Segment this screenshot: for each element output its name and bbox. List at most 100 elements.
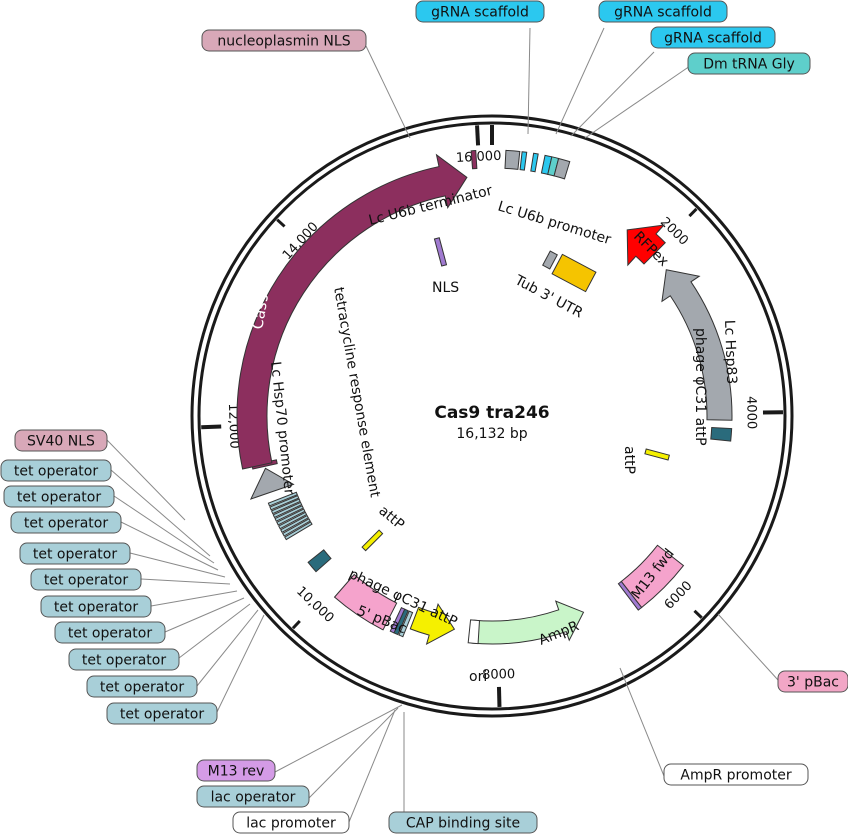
attp-right-box	[710, 426, 733, 442]
callout-ampr-promoter-21: AmpR promoter	[663, 763, 809, 786]
leader-dm-trna-gly-4	[584, 65, 691, 139]
callout-label: tet operator	[33, 547, 117, 563]
callout-tet-operator-8: tet operator	[3, 485, 115, 508]
callout-box	[54, 621, 166, 644]
callout-box	[415, 0, 545, 23]
callout-m13-rev-17: M13 rev	[196, 759, 276, 782]
tet-operator-box-8	[270, 498, 301, 515]
leader-tet-operator-15	[196, 609, 259, 687]
ampr-promoter-box	[467, 619, 481, 645]
callout-box	[196, 759, 276, 782]
callout-box	[3, 485, 115, 508]
leader-grna-scaffold-1	[527, 27, 531, 135]
backbone-inner-ring	[197, 121, 787, 711]
feature-label-nls: NLS	[432, 280, 459, 296]
callout-box	[106, 702, 218, 725]
feature-label-tetracycline-response-element: tetracycline response element	[330, 286, 383, 499]
callout-label: tet operator	[44, 573, 128, 589]
callout-box	[68, 648, 180, 671]
cas9-arrow	[236, 153, 468, 470]
leader-grna-scaffold-3	[570, 51, 655, 137]
lc-u6b-block-2	[553, 157, 571, 180]
leader-tet-operator-10	[129, 552, 226, 578]
leader-3-pbac-22	[717, 613, 779, 681]
feature-label-lc-hsp83: Lc Hsp83	[721, 320, 739, 385]
ori-arrow	[409, 603, 456, 646]
callout-label: tet operator	[17, 490, 101, 506]
callout-3-pbac-22: 3' pBac	[777, 670, 848, 693]
callout-grna-scaffold-2: gRNA scaffold	[598, 0, 728, 23]
callout-box	[0, 459, 112, 482]
leader-tet-operator-11	[140, 578, 231, 585]
callout-label: tet operator	[82, 653, 166, 669]
callout-label: tet operator	[14, 464, 98, 480]
feature-label-attp-right: attP	[621, 446, 637, 474]
plasmid-name: Cas9 tra246	[434, 403, 549, 423]
callout-lac-promoter-19: lac promoter	[232, 811, 350, 834]
callout-label: nucleoplasmin NLS	[217, 34, 350, 50]
lc-u6b-terminator	[470, 149, 478, 170]
callout-tet-operator-9: tet operator	[10, 511, 122, 534]
leader-m13-rev-17	[274, 704, 403, 773]
backbone-outer-ring	[190, 114, 794, 718]
leader-tet-operator-14	[178, 603, 251, 659]
leader-nucleoplasmin-nls-5	[365, 45, 411, 139]
callout-nucleoplasmin-nls-5: nucleoplasmin NLS	[201, 29, 367, 52]
leader-lac-promoter-19	[348, 709, 396, 823]
attp-left-box	[307, 549, 332, 573]
callout-box	[687, 52, 811, 75]
callout-label: gRNA scaffold	[614, 5, 712, 21]
callout-grna-scaffold-1: gRNA scaffold	[415, 0, 545, 23]
leader-lac-operator-18	[308, 707, 399, 799]
leader-sv40-nls-6	[106, 439, 186, 521]
callout-grna-scaffold-3: gRNA scaffold	[650, 26, 776, 49]
callout-tet-operator-13: tet operator	[54, 621, 166, 644]
callout-box	[30, 568, 142, 591]
callout-label: tet operator	[68, 626, 152, 642]
callout-tet-operator-7: tet operator	[0, 459, 112, 482]
callout-label: CAP binding site	[406, 816, 520, 832]
callout-dm-trna-gly-4: Dm tRNA Gly	[687, 52, 811, 75]
feature-label-ori: ori	[469, 669, 487, 685]
lc-u6b-block-1	[504, 149, 521, 170]
leader-tet-operator-16	[216, 614, 265, 713]
leader-tet-operator-13	[164, 597, 245, 633]
tick-major-12000	[201, 424, 222, 430]
leader-grna-scaffold-2	[555, 27, 605, 135]
tick-label-10-000: 10,000	[293, 584, 336, 626]
callout-sv40-nls-6: SV40 NLS	[14, 429, 108, 452]
callout-label: lac promoter	[246, 816, 336, 832]
callout-label: gRNA scaffold	[664, 31, 762, 47]
callout-label: tet operator	[120, 707, 204, 723]
tick-label-8000: 8000	[482, 667, 515, 683]
lc-hsp70-promoter-arrow	[249, 467, 295, 500]
callout-lac-operator-18: lac operator	[196, 785, 310, 808]
callout-tet-operator-14: tet operator	[68, 648, 180, 671]
tet-operator-box-5	[276, 508, 306, 526]
callout-tet-operator-15: tet operator	[86, 675, 198, 698]
callout-label: tet operator	[24, 516, 108, 532]
callout-label: SV40 NLS	[27, 434, 95, 450]
tet-operator-box-2	[282, 518, 311, 537]
tick-minor-14000	[276, 218, 286, 228]
tet-operator-box-6	[274, 505, 304, 522]
callout-box	[19, 542, 131, 565]
tick-minor-6000	[693, 609, 703, 619]
grna-scaffold-2	[530, 152, 539, 173]
leader-tet-operator-7	[110, 469, 211, 557]
callout-box	[201, 29, 367, 52]
callout-tet-operator-10: tet operator	[19, 542, 131, 565]
callout-label: tet operator	[100, 680, 184, 696]
callout-box	[196, 785, 310, 808]
leader-ampr-promoter-21	[619, 667, 665, 777]
tick-label-16-000: 16,000	[456, 149, 502, 166]
tub-3-utr-box	[551, 253, 597, 293]
callout-box	[777, 670, 848, 693]
tick-major-16000	[475, 125, 481, 146]
tick-major-8000	[496, 686, 502, 707]
callout-box	[10, 511, 122, 534]
callout-label: tet operator	[54, 600, 138, 616]
callout-box	[650, 26, 776, 49]
